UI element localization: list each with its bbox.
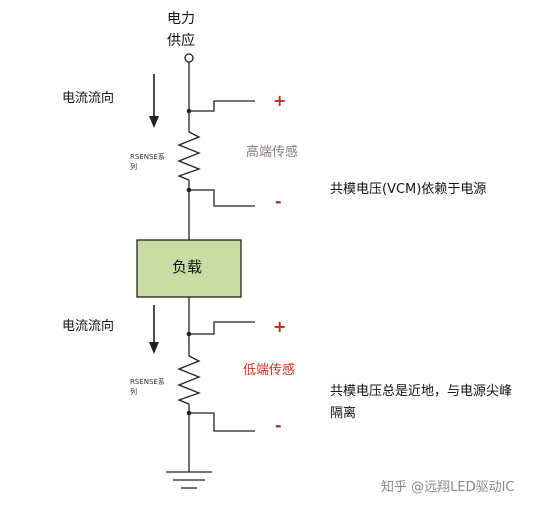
arrow-down-icon [149, 74, 159, 128]
rsense-label-top: RSENSE系列 [130, 153, 165, 171]
watermark: 知乎 @远翔LED驱动IC [381, 480, 515, 495]
high-side-sensing-label: 高端传感 [246, 145, 299, 160]
arrow-down-icon [149, 305, 159, 354]
plus-sign-top: + [273, 91, 287, 110]
current-direction-label-top: 电流流向 [62, 91, 115, 106]
rsense-label-bottom: RSENSE系列 [130, 378, 165, 396]
wire-sense-minus-top [189, 189, 255, 207]
minus-sign-top: - [275, 192, 282, 211]
wire-sense-plus-top [189, 100, 255, 112]
current-direction-label-bottom: 电流流向 [62, 319, 115, 334]
load-box [136, 239, 242, 298]
low-side-sensing-label: 低端传感 [243, 363, 296, 378]
supply-terminal [184, 53, 194, 63]
load-label: 负载 [172, 258, 203, 276]
wire-sense-plus-bottom [189, 321, 255, 335]
minus-sign-bottom: - [275, 416, 282, 435]
wire-sense-minus-bottom [189, 412, 255, 432]
plus-sign-bottom: + [273, 317, 287, 336]
note-low-side: 共模电压总是近地，与电源尖峰隔离 [330, 384, 513, 421]
resistor-bottom [177, 355, 201, 405]
resistor-top [177, 131, 201, 181]
ground-icon [166, 471, 212, 489]
note-high-side: 共模电压(VCM)依赖于电源 [330, 182, 487, 197]
power-supply-label: 电力供应 [167, 11, 195, 49]
